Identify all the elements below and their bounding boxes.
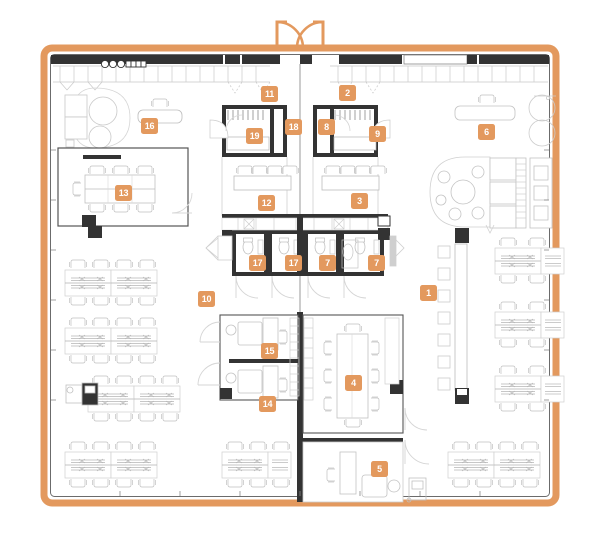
reception-area-16: [64, 87, 183, 149]
desk-clusters-right: [447, 237, 565, 488]
private-offices-15-14: [197, 314, 300, 401]
room-marker-6[interactable]: 6: [478, 124, 495, 140]
room-marker-8[interactable]: 8: [318, 119, 335, 135]
room-marker-7b[interactable]: 7: [368, 255, 385, 271]
main-entrance-doors: [275, 20, 325, 49]
room-marker-11[interactable]: 11: [261, 86, 278, 102]
boardroom-4: [302, 314, 428, 442]
north-window-blinds: [53, 65, 548, 94]
desk-clusters-left: [64, 226, 292, 488]
room-marker-16[interactable]: 16: [141, 118, 158, 134]
north-wall-glazing: [51, 54, 549, 65]
room-marker-7[interactable]: 7: [319, 255, 336, 271]
pendant-lights: [100, 59, 147, 69]
room-marker-17b[interactable]: 17: [285, 255, 302, 271]
meeting-rooms-12-3: [221, 157, 387, 216]
room-marker-19[interactable]: 19: [246, 128, 263, 144]
room-marker-17[interactable]: 17: [249, 255, 266, 271]
small-desk-cluster-mid: [221, 441, 292, 488]
room-marker-12[interactable]: 12: [258, 195, 275, 211]
corridor-bench-1: [437, 228, 469, 404]
room-marker-15[interactable]: 15: [261, 343, 278, 359]
room-marker-1[interactable]: 1: [420, 285, 437, 301]
room-marker-3[interactable]: 3: [351, 193, 368, 209]
floor-edge-ticks: [51, 149, 549, 496]
room-marker-10[interactable]: 10: [198, 291, 215, 307]
room-marker-18[interactable]: 18: [285, 119, 302, 135]
room-marker-4[interactable]: 4: [345, 375, 362, 391]
central-spine-wall: [297, 64, 303, 502]
room-marker-2[interactable]: 2: [339, 85, 356, 101]
room-marker-9[interactable]: 9: [369, 126, 386, 142]
room-marker-14[interactable]: 14: [259, 396, 276, 412]
room-marker-13[interactable]: 13: [115, 185, 132, 201]
cafe-lounge-6: [429, 94, 556, 234]
room-marker-5[interactable]: 5: [371, 461, 388, 477]
private-office-5: [302, 439, 430, 503]
printer-station: [65, 382, 99, 406]
